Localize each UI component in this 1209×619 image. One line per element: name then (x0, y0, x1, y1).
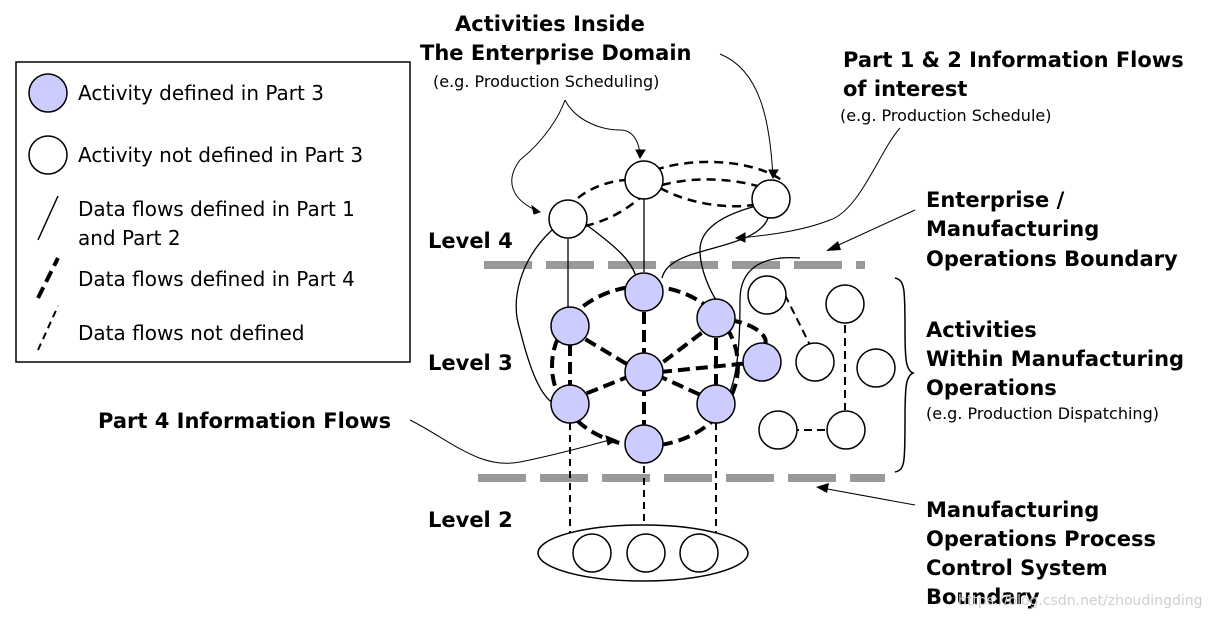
within-label-3: Operations (926, 376, 1057, 400)
part12-flows-example: (e.g. Production Schedule) (840, 106, 1052, 125)
activities-inside-title-2: The Enterprise Domain (420, 41, 692, 65)
level4-activity-node (751, 179, 791, 219)
legend-defined-label: Activity defined in Part 3 (78, 81, 324, 105)
level3-undefined-activity-node (758, 410, 798, 450)
legend-thin-line-icon (37, 195, 59, 241)
level3-undefined-activity-node (826, 410, 866, 450)
boundary-label-2: Manufacturing (926, 217, 1100, 241)
part4-flows-label: Part 4 Information Flows (98, 409, 392, 433)
activities-inside-example: (e.g. Production Scheduling) (433, 72, 660, 91)
right-cluster-flows (778, 294, 846, 431)
legend-thick-dash-icon (36, 257, 60, 299)
annotation-connectors (409, 53, 901, 464)
level3-defined-activity-node (696, 298, 736, 338)
level4-label: Level 4 (428, 229, 513, 253)
level2-activity-node (572, 533, 612, 573)
legend-undefined-activity-icon (28, 135, 68, 175)
legend-box (15, 61, 411, 363)
part12-flows-title-1: Part 1 & 2 Information Flows (843, 48, 1184, 72)
activities-inside-title-1: Activities Inside (455, 12, 645, 36)
level3-defined-activity-node (624, 424, 664, 464)
part12-flows (515, 199, 801, 405)
level3-defined-activity-node (696, 384, 736, 424)
level3-undefined-activity-node (825, 284, 865, 324)
boundary-label-1: Enterprise / (926, 188, 1065, 212)
level2-activity-node (679, 533, 719, 573)
mopcs-label-1: Manufacturing (926, 498, 1100, 522)
level2-activity-node (626, 533, 666, 573)
legend-part4-label: Data flows defined in Part 4 (78, 267, 355, 291)
mopcs-label-4: Boundary (926, 585, 1040, 609)
legend-defined-activity-icon (28, 73, 68, 113)
mopcs-label-3: Control System (926, 556, 1108, 580)
level3-undefined-activity-node (856, 348, 896, 388)
level4-activity-node (548, 199, 588, 239)
legend-undefined-flows-label: Data flows not defined (78, 321, 305, 345)
level2-label: Level 2 (428, 508, 513, 532)
legend-undefined-label: Activity not defined in Part 3 (78, 143, 364, 167)
level3-defined-activity-node (550, 384, 590, 424)
boundary-arrowhead (826, 241, 841, 251)
level3-defined-activity-node (550, 306, 590, 346)
level3-label: Level 3 (428, 351, 513, 375)
within-label-1: Activities (926, 318, 1037, 342)
within-label-2: Within Manufacturing (926, 347, 1185, 371)
level3-defined-activity-node (624, 272, 664, 312)
within-operations-brace (894, 277, 915, 473)
level3-defined-activity-node (624, 352, 664, 392)
level4-undefined-flows (566, 160, 785, 228)
part12-flows-title-2: of interest (843, 77, 968, 101)
legend-part12-label-line2: and Part 2 (78, 226, 181, 250)
mopcs-arrow-line (821, 487, 916, 506)
legend-thin-dash-icon (37, 305, 59, 351)
boundary-arrow-line (831, 209, 916, 249)
level3-undefined-activity-node (795, 342, 835, 382)
mopcs-label-2: Operations Process (926, 527, 1156, 551)
boundary-label-3: Operations Boundary (926, 247, 1178, 271)
level4-activity-node (624, 160, 664, 200)
mopcs-arrowhead (816, 483, 829, 493)
level3-undefined-activity-node (747, 275, 787, 315)
legend-part12-label-line1: Data flows defined in Part 1 (78, 197, 355, 221)
within-example: (e.g. Production Dispatching) (926, 404, 1159, 423)
level2-flows (569, 423, 717, 535)
watermark-text: https://blog.csdn.net/zhoudingding (958, 593, 1203, 609)
level3-defined-activity-node (742, 342, 782, 382)
